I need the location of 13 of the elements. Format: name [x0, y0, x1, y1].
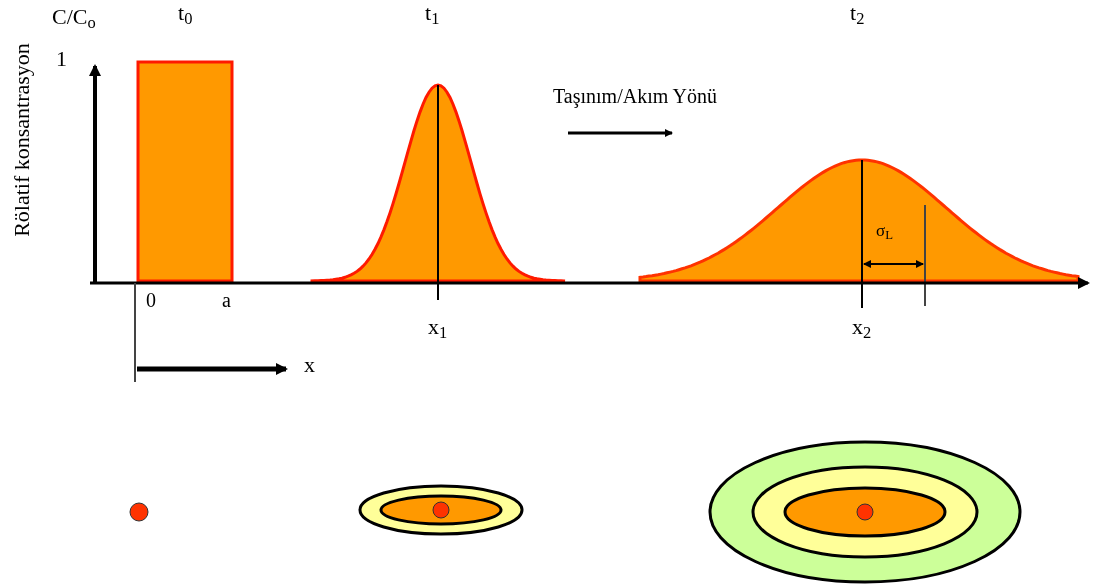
tick-label: a: [222, 290, 231, 310]
dispersion-label: σ$_{L}$: [876, 222, 893, 239]
axis-title: Rölatif konsantrasyon: [11, 43, 33, 237]
axis-label: x: [304, 354, 315, 376]
flow-direction-label: Taşınım/Akım Yönü: [553, 86, 717, 106]
time-label: t$_{1}$: [425, 2, 440, 24]
tick-label: 0: [146, 290, 156, 310]
position-label: x$_{1}$: [428, 316, 448, 338]
position-label: x$_{2}$: [852, 316, 872, 338]
time-label: t$_{0}$: [178, 2, 193, 24]
tick-label: 1: [56, 48, 67, 70]
axis-label: C/C$_{o}$: [52, 6, 96, 28]
time-label: t$_{2}$: [850, 2, 865, 24]
